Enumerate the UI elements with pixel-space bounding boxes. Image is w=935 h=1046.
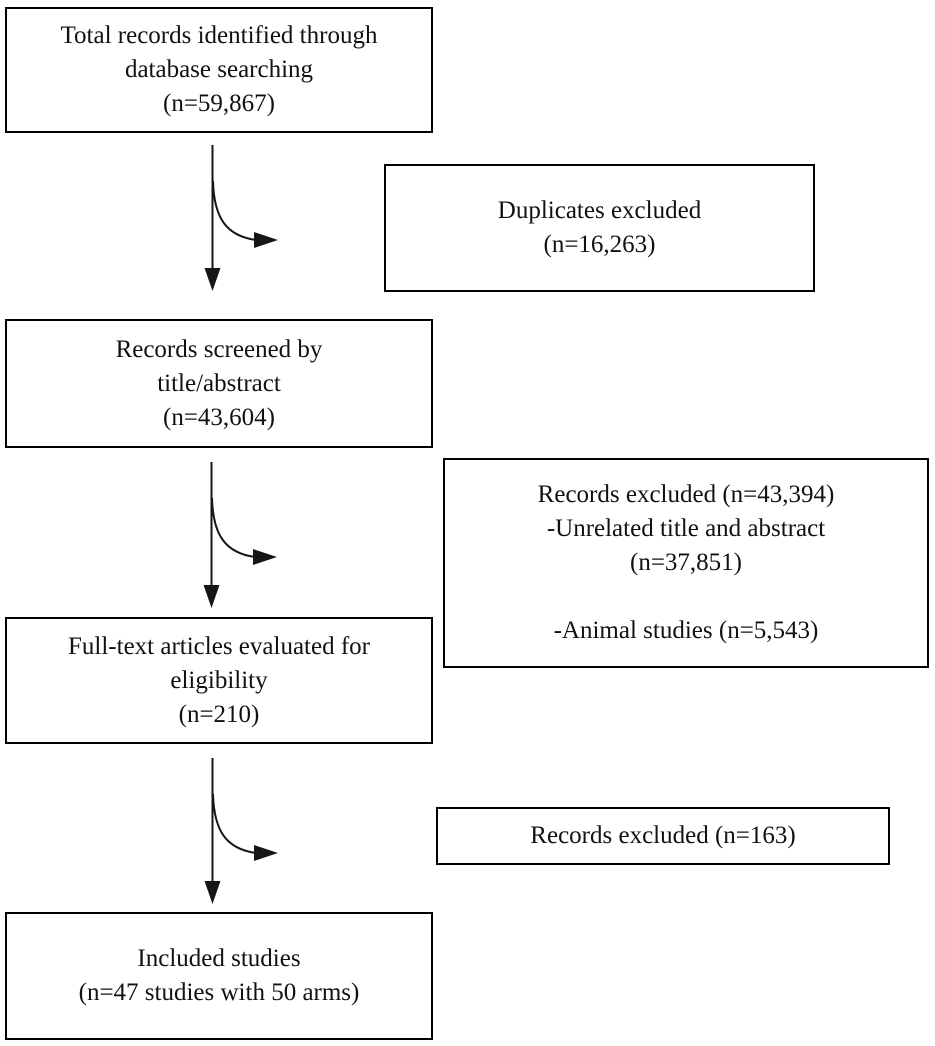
node-count-line: (n=59,867) (163, 90, 275, 117)
node-records-screened: Records screened by title/abstract (n=43… (5, 319, 433, 448)
node-text-line: Full-text articles evaluated for (68, 632, 370, 660)
node-count-line: (n=47 studies with 50 arms) (78, 979, 360, 1006)
node-text-line: -Animal studies (n=5,543) (553, 617, 819, 644)
node-included-studies: Included studies (n=47 studies with 50 a… (5, 912, 433, 1040)
node-text-line: database searching (124, 56, 314, 83)
node-count-line: (n=43,604) (163, 403, 275, 431)
node-records-identified: Total records identified through databas… (5, 7, 433, 133)
node-text-line: Records screened by (115, 335, 323, 363)
node-records-excluded-fulltext: Records excluded (n=163) (436, 807, 890, 865)
node-spacer-line (445, 580, 927, 614)
node-count-line: (n=16,263) (543, 231, 656, 258)
node-duplicates-excluded: Duplicates excluded (n=16,263) (384, 164, 815, 292)
node-text-line: eligibility (170, 666, 268, 694)
node-count-line: (n=210) (178, 700, 260, 728)
node-text-line: Included studies (137, 945, 301, 972)
node-text-line: Records excluded (n=43,394) (537, 481, 835, 508)
node-records-excluded-screening: Records excluded (n=43,394) -Unrelated t… (443, 458, 929, 668)
node-text-line: title/abstract (157, 369, 281, 397)
node-text-line: Duplicates excluded (497, 197, 702, 224)
node-count-line: (n=37,851) (630, 549, 742, 576)
arrow-identified-to-screened-with-duplicates-branch (203, 144, 279, 292)
arrow-screened-to-fulltext-with-excluded-branch (202, 461, 278, 609)
node-fulltext-evaluated: Full-text articles evaluated for eligibi… (5, 617, 433, 744)
node-text-line: Records excluded (n=163) (530, 822, 796, 849)
node-text-line: Total records identified through (60, 22, 378, 49)
arrow-fulltext-to-included-with-excluded-branch (203, 757, 279, 905)
node-text-line: -Unrelated title and abstract (546, 515, 826, 542)
